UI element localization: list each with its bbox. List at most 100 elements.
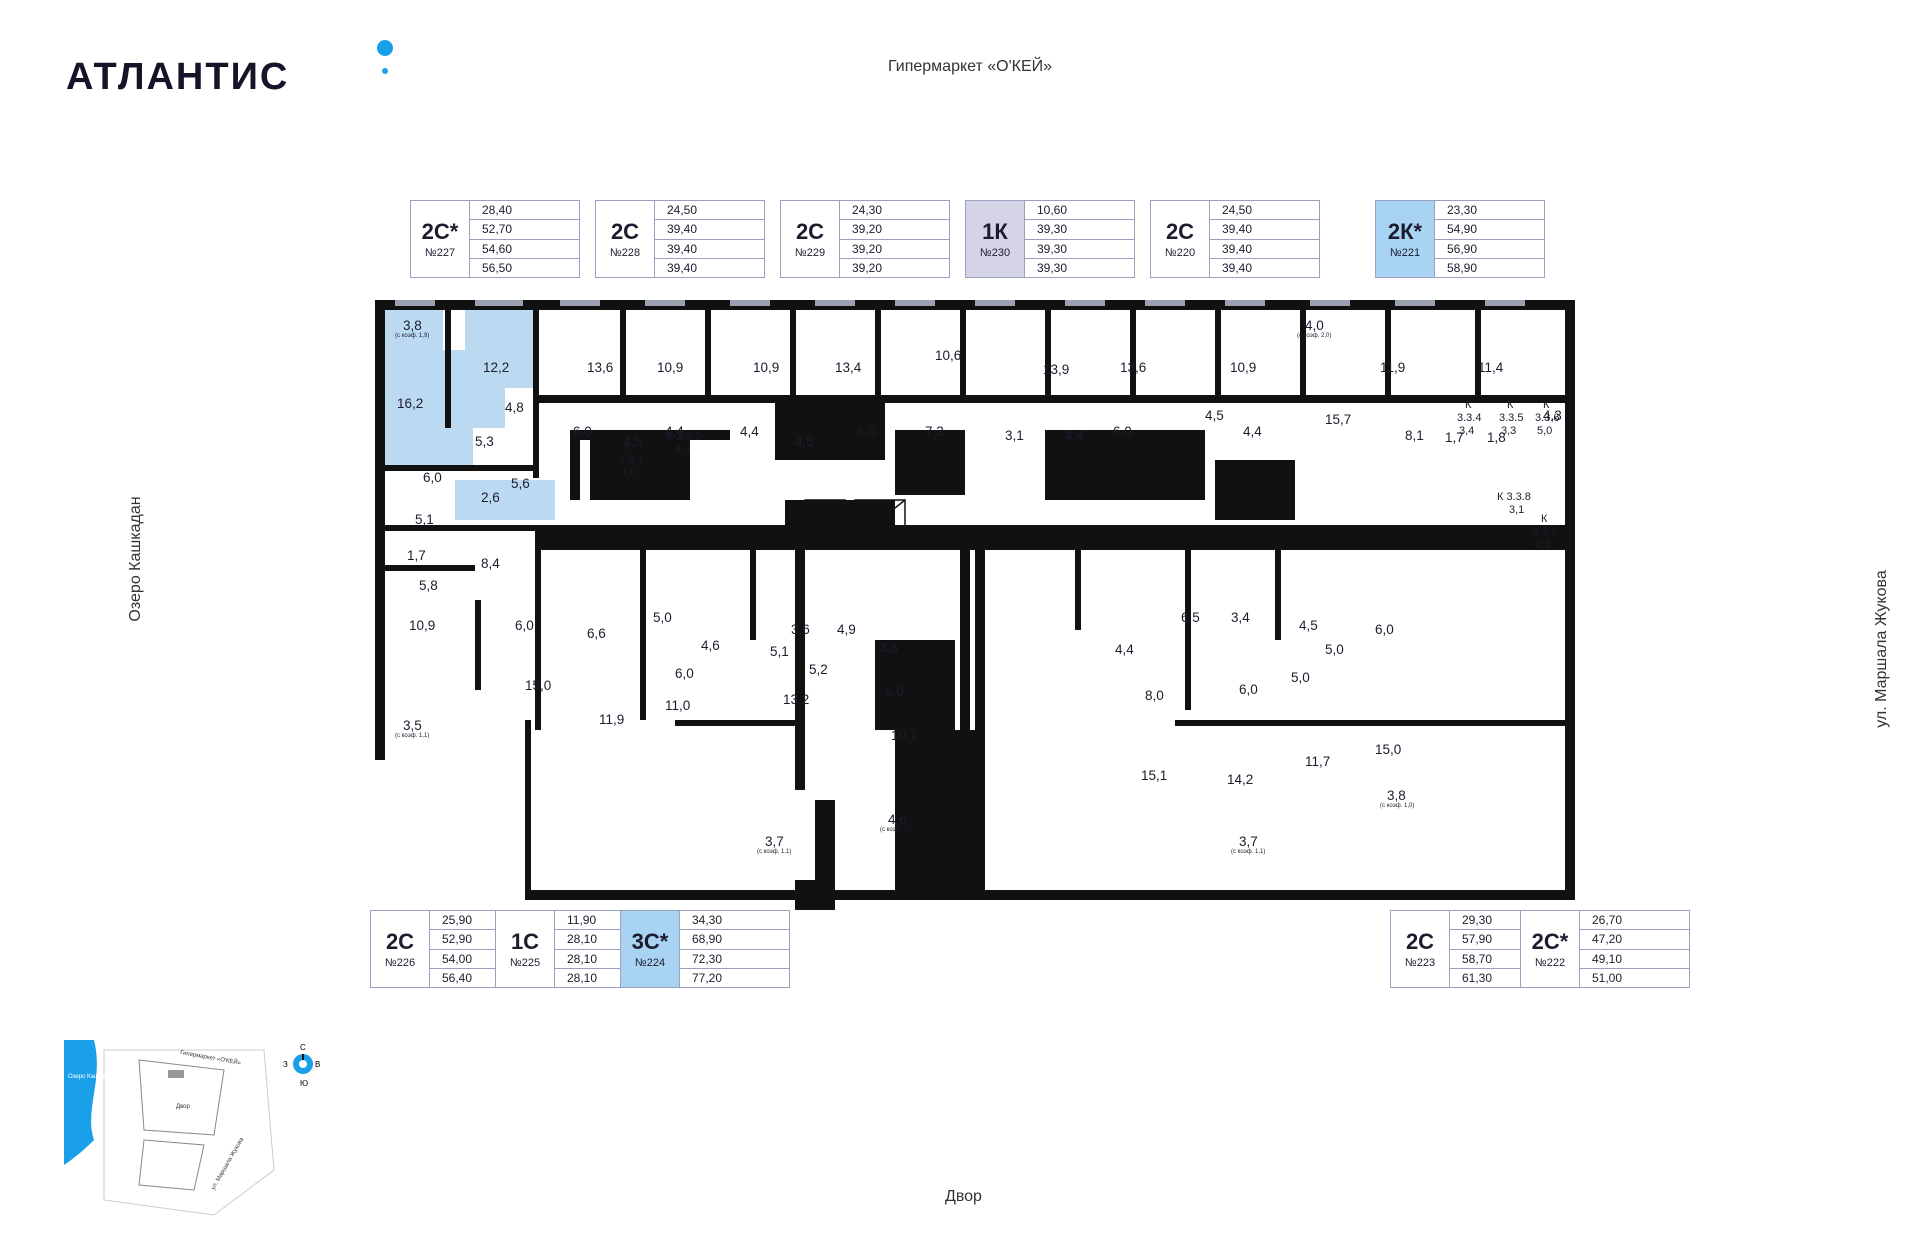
room-area: 4,0 [1305, 318, 1324, 333]
area-value: 23,30 [1435, 201, 1544, 221]
storage-area: 4,0 [621, 467, 636, 479]
apartment-type: 2С [385, 929, 415, 954]
area-value: 39,40 [1210, 220, 1319, 240]
room-area: 5,6 [511, 476, 530, 491]
room-area: 4,4 [1065, 428, 1084, 443]
apartment-code: 2К*№221 [1376, 201, 1435, 277]
area-value: 56,90 [1435, 240, 1544, 259]
area-value: 72,30 [680, 950, 789, 969]
room-area: 10,6 [935, 348, 961, 363]
apartment-code: 3С*№224 [621, 911, 680, 987]
room-area: 10,9 [753, 360, 779, 375]
room-area: 15,0 [525, 678, 551, 693]
apartment-code: 2С*№227 [411, 201, 470, 277]
storage-area: 4,4 [675, 444, 690, 456]
apartment-type: 2С* [421, 219, 459, 244]
apartment-type: 2К* [1387, 219, 1423, 244]
windows [395, 300, 1525, 306]
room-area: 11,9 [1380, 360, 1405, 375]
area-value: 24,50 [1210, 201, 1319, 221]
logo-dot-icon [377, 40, 393, 56]
room-area: 13,6 [1120, 360, 1146, 375]
coef-note: (с коэф. 1,1) [757, 849, 791, 855]
storage-area: 5,0 [1537, 425, 1552, 437]
area-value: 39,20 [840, 240, 949, 259]
storage-units: К 3.3.1 4,0 К 3.3.2 4,4 К 3.3.4 3,4 К 3.… [619, 399, 1559, 551]
room-area: 5,0 [653, 610, 672, 625]
room-area: 1,7 [1445, 430, 1464, 445]
room-area: 13,2 [783, 692, 809, 707]
area-value: 39,40 [667, 260, 698, 275]
coefficient-notes: (с коэф. 1,9) (с коэф. 1,1) (с коэф. 2,0… [395, 333, 1414, 855]
minimap-yard-label: Двор [176, 1104, 191, 1110]
apartment-number: №226 [384, 957, 416, 969]
room-area: 4,4 [1243, 424, 1262, 439]
storage-code: 3.3.6 [1535, 412, 1559, 424]
area-value: 28,10 [555, 930, 664, 950]
apartment-number: №229 [794, 247, 826, 259]
storage-code: 3.3.9 [1533, 526, 1557, 538]
room-area: 4,4 [740, 424, 759, 439]
site-boundary [103, 1049, 275, 1216]
room-area: 4,5 [623, 434, 642, 449]
area-value: 11,90 [555, 911, 664, 931]
apartment-type: 2С* [1531, 929, 1569, 954]
area-value: 10,60 [1025, 201, 1134, 221]
room-area: 4,4 [665, 424, 684, 439]
apartment-number: №228 [609, 247, 641, 259]
compass-center [299, 1060, 307, 1068]
area-value: 39,40 [655, 220, 764, 240]
coef-note: (с коэф. 2,0) [1297, 333, 1331, 339]
room-area: 10,9 [1230, 360, 1256, 375]
minimap-lake-label: Озеро Кашкадан [68, 1074, 115, 1080]
area-value: 54,60 [470, 240, 579, 259]
apartment-number: №220 [1164, 247, 1196, 259]
area-value: 39,20 [852, 260, 883, 275]
room-area: 6,0 [857, 424, 876, 439]
area-value: 26,70 [1580, 911, 1689, 931]
room-area: 8,0 [1145, 688, 1164, 703]
coef-note: (с коэф. 1,0) [1380, 803, 1414, 809]
room-area: 10,9 [409, 618, 435, 633]
area-value: 25,90 [430, 911, 539, 931]
room-area: 4,4 [1115, 642, 1134, 657]
area-value: 52,90 [430, 930, 539, 950]
storage-area: 4,1 [1535, 539, 1550, 551]
storage-code: 3.3.5 [1499, 412, 1523, 424]
storage-area: 3,4 [1459, 425, 1474, 437]
storage-name: К [625, 441, 632, 453]
room-area: 11,0 [665, 698, 690, 713]
storage-area: 3,1 [1509, 504, 1524, 516]
storage-area: 3,3 [1501, 425, 1516, 437]
room-area: 1,7 [407, 548, 426, 563]
area-value: 54,00 [430, 950, 539, 969]
room-area: 5,1 [415, 512, 434, 527]
area-value: 39,30 [1025, 240, 1134, 259]
room-area: 4,6 [701, 638, 720, 653]
area-value: 58,70 [1450, 950, 1559, 969]
compass-north: С [300, 1043, 306, 1052]
room-area: 3,7 [1239, 834, 1258, 849]
room-area: 10,9 [657, 360, 683, 375]
area-value: 29,30 [1450, 911, 1559, 931]
room-area: 5,0 [1291, 670, 1310, 685]
room-area: 4,8 [505, 400, 524, 415]
area-value: 77,20 [692, 970, 723, 985]
apartment-type: 1С [510, 929, 540, 954]
building-outline [138, 1059, 225, 1136]
minimap-street-label: ул. Маршала Жукова [211, 1136, 246, 1191]
